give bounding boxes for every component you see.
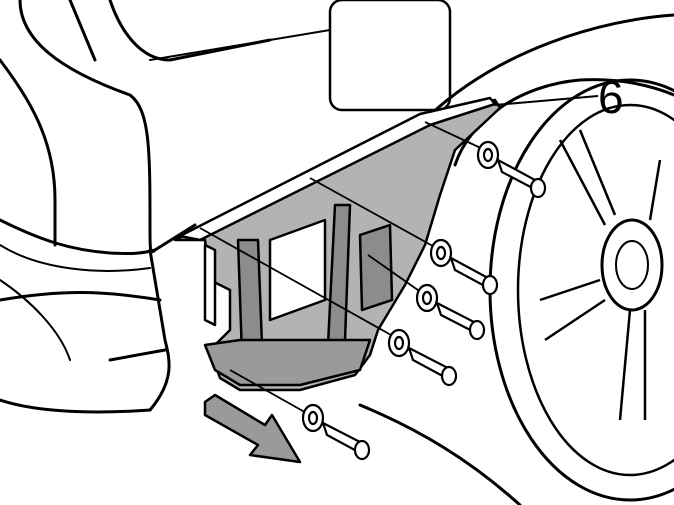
callout-leader	[494, 95, 599, 106]
screw-4	[387, 328, 458, 387]
callout-label-part-number: 6	[598, 71, 624, 123]
screw-5	[301, 403, 371, 461]
screw-with-washer-icon	[301, 140, 547, 461]
fastener-leader-lines	[199, 121, 486, 416]
screw-2	[429, 238, 499, 296]
mounting-bracket	[173, 96, 502, 392]
screw-1	[476, 140, 547, 199]
wheel	[488, 78, 674, 502]
removal-arrow-icon	[203, 393, 302, 464]
screw-3	[415, 283, 486, 341]
